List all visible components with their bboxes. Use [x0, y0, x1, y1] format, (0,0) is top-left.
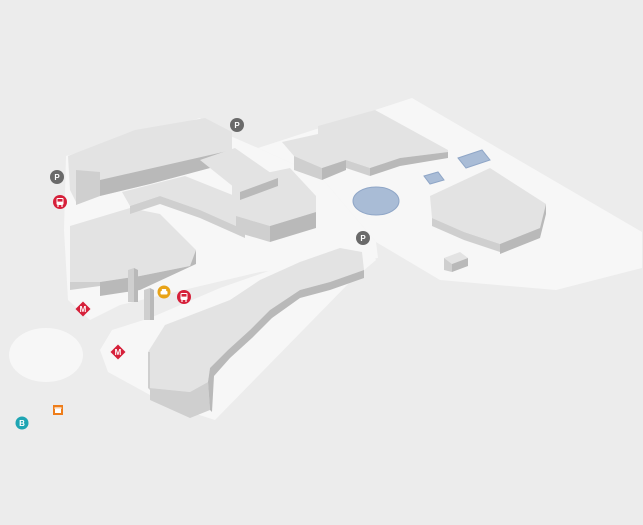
water-features [352, 149, 491, 216]
bus-marker[interactable] [53, 195, 67, 209]
water-pool-large [457, 149, 491, 169]
parking-icon: P [360, 234, 366, 243]
parking-icon: P [54, 173, 60, 182]
bicycle-icon: B [19, 419, 25, 428]
building-nw-right-upper [200, 148, 278, 200]
water-fountain [352, 186, 400, 216]
metro-icon: M [115, 348, 122, 357]
parking-marker[interactable]: P [50, 170, 64, 184]
metro-marker[interactable]: M [75, 301, 91, 317]
building-nw-south [70, 208, 196, 296]
bus-icon [56, 198, 64, 207]
ground-roundabout [9, 328, 83, 382]
building-south-main [148, 248, 364, 418]
building-south-pillar [144, 288, 154, 320]
shop-marker[interactable] [53, 405, 63, 415]
buildings-north-west [68, 118, 316, 302]
bicycle-marker[interactable]: B [15, 416, 29, 430]
shop-icon [54, 407, 62, 413]
map-markers: P P P [15, 118, 370, 430]
parking-marker[interactable]: P [230, 118, 244, 132]
building-nw-main [68, 118, 232, 205]
bus-icon [180, 293, 188, 302]
parking-icon: P [234, 121, 240, 130]
taxi-marker[interactable] [157, 285, 171, 299]
parking-marker[interactable]: P [356, 231, 370, 245]
building-ne-large-north [318, 110, 448, 176]
buildings-north-east [282, 110, 546, 272]
metro-icon: M [80, 305, 87, 314]
taxi-icon [160, 289, 168, 295]
buildings-south [144, 248, 364, 418]
building-ne-kiosk [444, 252, 468, 272]
building-nw-courtyard [122, 176, 252, 238]
bus-marker[interactable] [177, 290, 191, 304]
metro-marker[interactable]: M [110, 344, 126, 360]
building-ne-small-west [282, 134, 346, 180]
building-nw-tower [128, 268, 138, 302]
water-pool-small [423, 171, 445, 185]
building-ne-large-south [430, 168, 546, 254]
